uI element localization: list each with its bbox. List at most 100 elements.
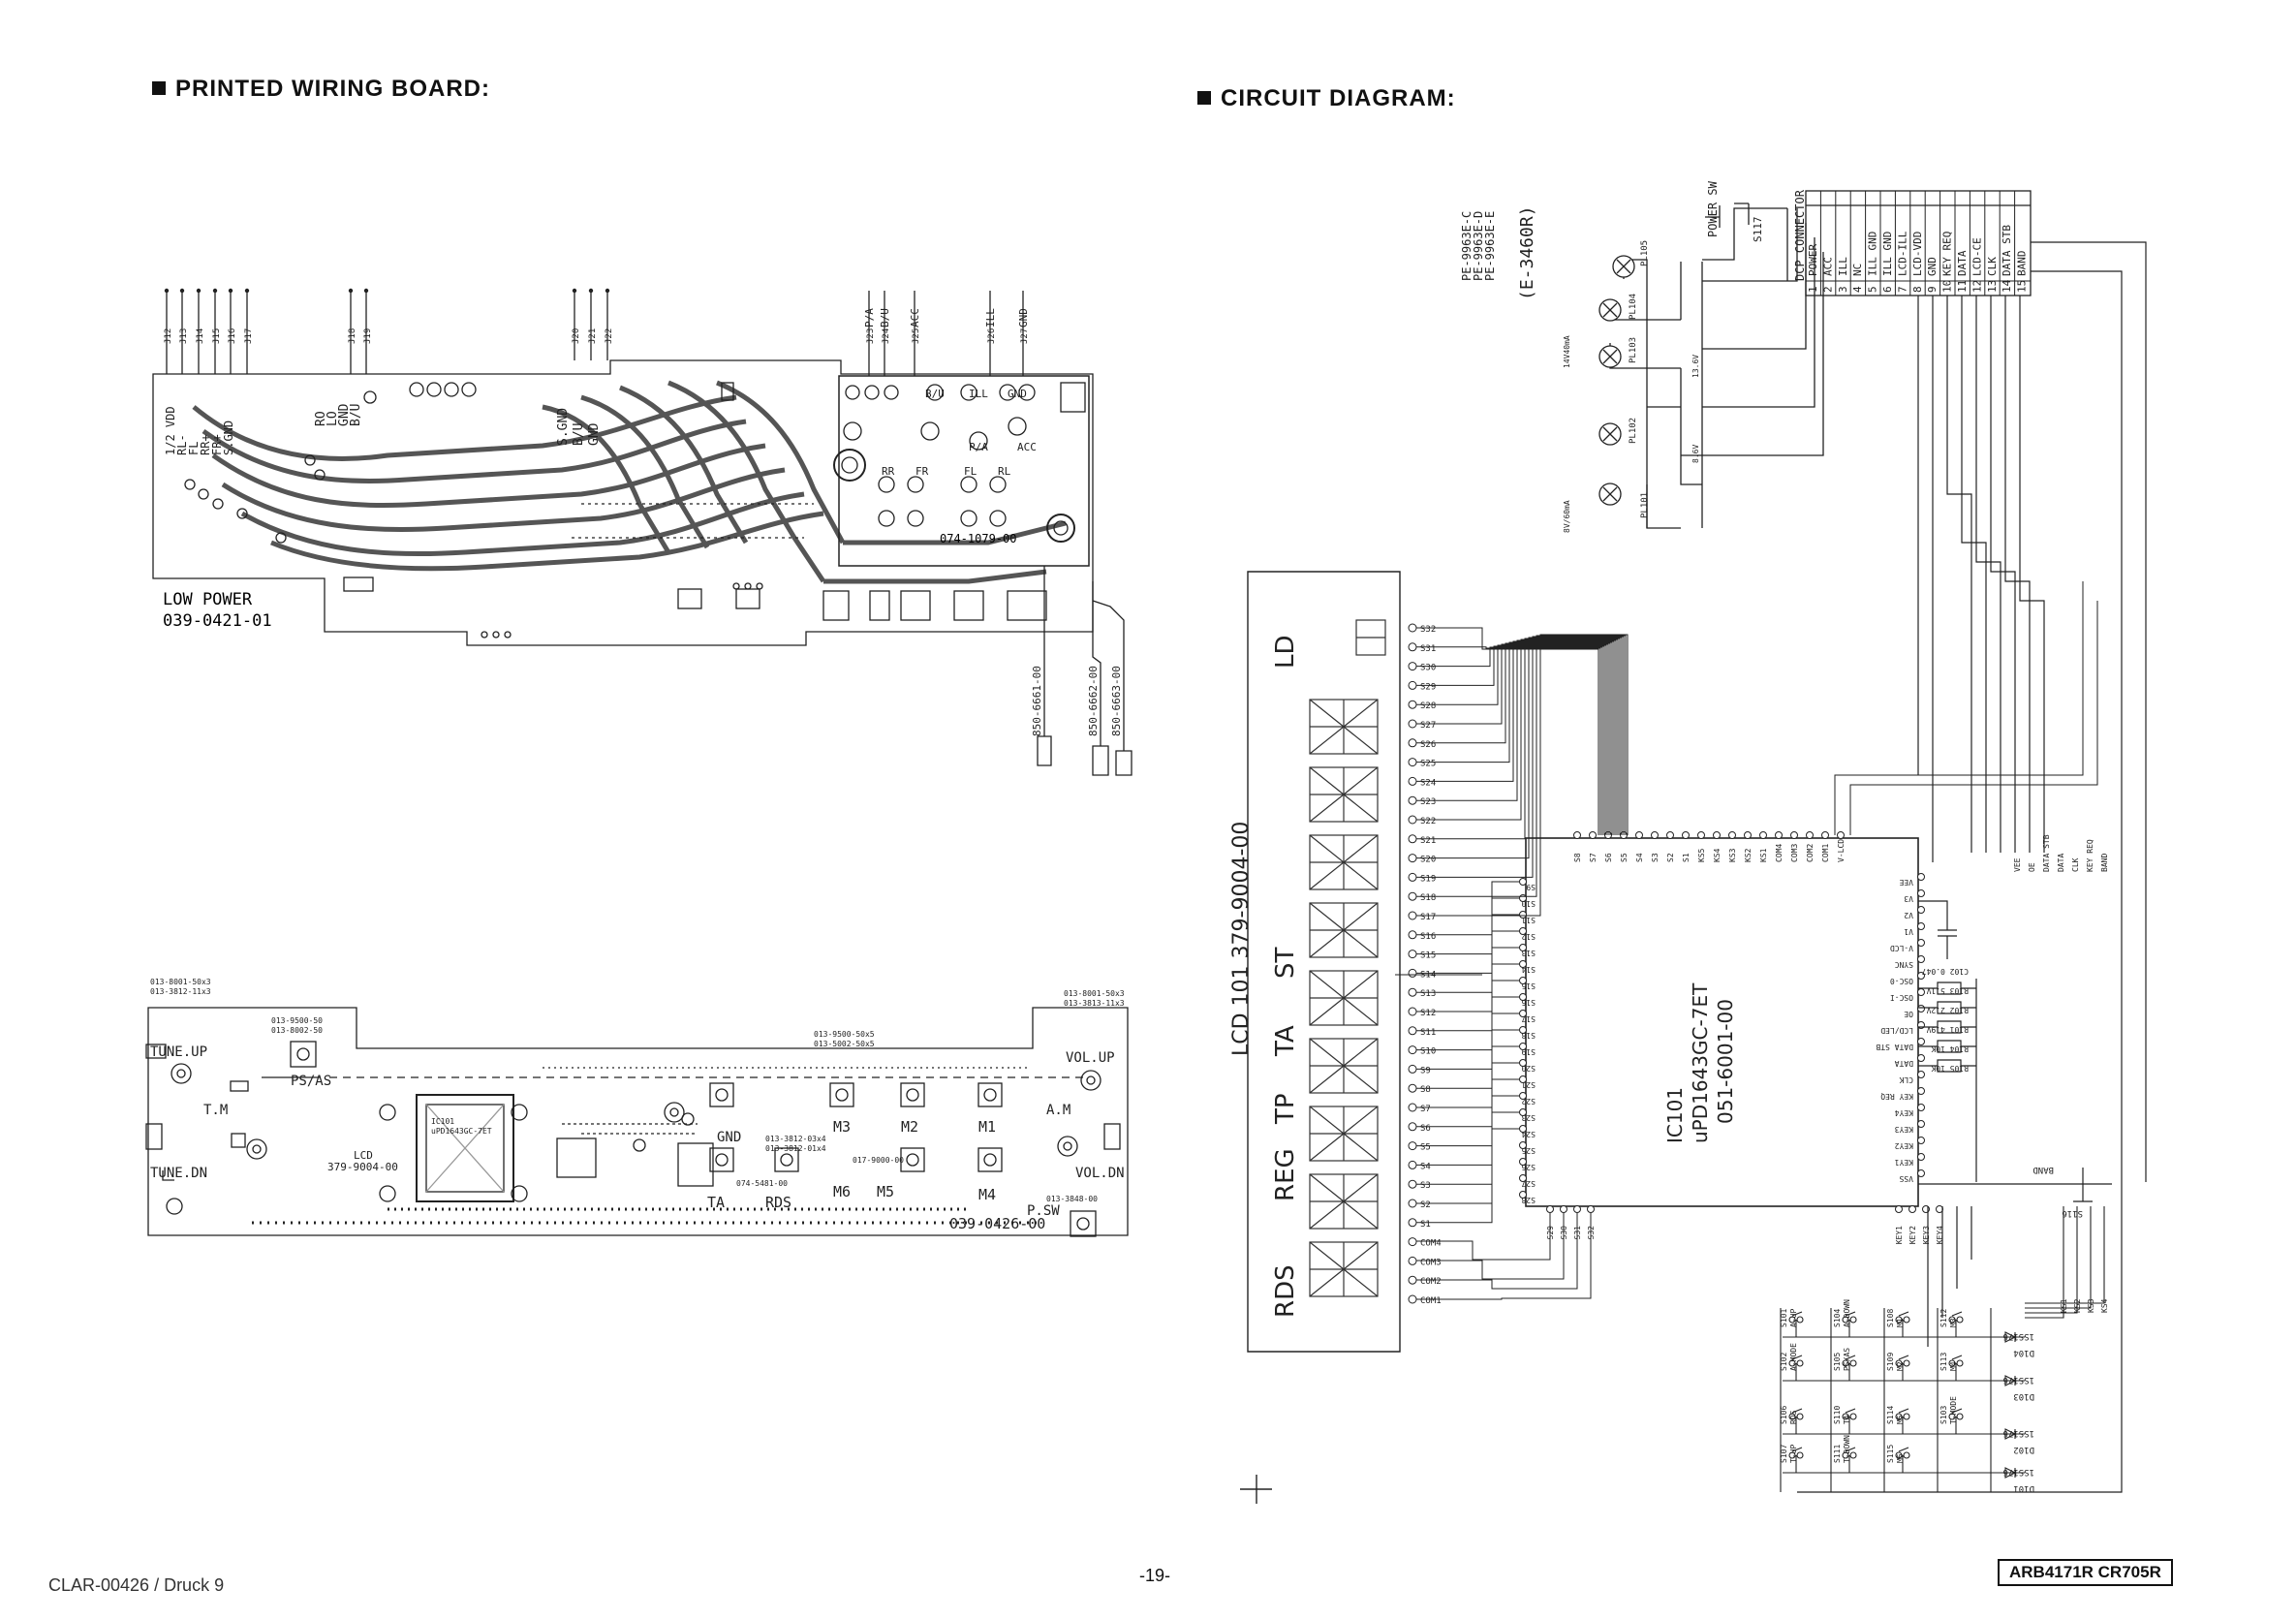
jumper-label: J19	[363, 328, 373, 344]
lamp-rating: 14V40mA	[1563, 335, 1571, 368]
dcp-pin-number: 7	[1896, 286, 1908, 293]
ic-pin	[1560, 1205, 1567, 1213]
ic-pin	[1519, 977, 1527, 984]
switch-id: S110	[1833, 1406, 1842, 1424]
ic-pin-label: S3	[1651, 853, 1660, 862]
dcp-title: DCP CONNECTOR	[1793, 189, 1807, 281]
diode-label: D102	[2013, 1445, 2034, 1454]
bus-label: BAND	[2100, 854, 2109, 872]
pad-label: S.GND	[556, 408, 571, 446]
ic-part: uPD1643GC-7ET	[431, 1127, 492, 1136]
ic-pin	[1895, 1205, 1903, 1213]
part-label: 013-3812-11x3	[150, 987, 211, 996]
lcd-pin	[1408, 1141, 1417, 1151]
pwb-key-label: A.M	[1046, 1103, 1070, 1118]
part-label: 013-3813-11x3	[1064, 999, 1125, 1008]
ic-pin	[1573, 831, 1581, 839]
switch-id: S109	[1886, 1353, 1895, 1371]
ic-pin	[1519, 1108, 1527, 1116]
pwb-key-label: M2	[901, 1118, 918, 1136]
wire	[1416, 638, 1621, 840]
switch-contact	[1948, 1359, 1956, 1367]
passive-label: C102 0.047	[1922, 967, 1969, 976]
switch-lever	[1951, 1311, 1963, 1317]
ic-pin-label: S24	[1521, 1130, 1536, 1138]
pad-label: FR+	[210, 434, 224, 455]
lamp-label: PL103	[1629, 337, 1638, 363]
wire	[1416, 881, 1519, 936]
ic-pin	[1635, 831, 1643, 839]
ic-pin-label: VSS	[1899, 1174, 1913, 1183]
wire	[1416, 639, 1619, 835]
part-label: 013-3812-03x4	[765, 1135, 826, 1143]
ic-pin	[1519, 1026, 1527, 1034]
ic-pin-label: S4	[1635, 853, 1644, 862]
passive-label: R105 10K	[1931, 1064, 1969, 1073]
bullet-square-icon	[152, 81, 166, 95]
wire-label: ACC	[909, 308, 921, 327]
dcp-pin-number: 4	[1851, 286, 1864, 293]
lcd-pin-label: S5	[1420, 1143, 1431, 1153]
switch-id: S111	[1833, 1445, 1842, 1463]
part-label: 017-9000-00	[853, 1156, 904, 1165]
jumper-label: J24	[882, 328, 891, 344]
switch-lever	[1791, 1311, 1803, 1317]
pwb-key-label: VOL.DN	[1075, 1166, 1125, 1181]
ic-pin-label: S23	[1521, 1113, 1536, 1122]
pad-label: FL	[187, 442, 201, 455]
switch-contact	[1788, 1451, 1796, 1459]
jumper-label: J14	[196, 328, 205, 344]
switch-contact	[1895, 1413, 1903, 1420]
dcp-pin-name: DATA	[1956, 250, 1969, 276]
lcd-pin-label: S9	[1420, 1066, 1431, 1075]
switch-contact	[1849, 1359, 1857, 1367]
lamp-label: PL105	[1640, 240, 1650, 266]
jumper-label: J15	[212, 328, 222, 344]
jumper-label: J13	[179, 328, 189, 344]
ic-pin-label: KS2	[1744, 848, 1753, 862]
ic-pin-label: OE	[1904, 1010, 1913, 1018]
connector-label: GND	[1008, 388, 1027, 400]
ic-pin	[1917, 972, 1925, 980]
lcd-pin	[1408, 1237, 1417, 1247]
switch-contact	[1903, 1359, 1910, 1367]
ic-pin-label: V2	[1904, 911, 1913, 919]
bus-label: OE	[2028, 862, 2036, 872]
ic-pin	[1666, 831, 1674, 839]
lcd-pin-label: S29	[1420, 682, 1436, 692]
ic-pin	[1908, 1205, 1916, 1213]
switch-lever	[1951, 1408, 1963, 1414]
lcd-pin-label: S25	[1420, 760, 1436, 769]
switch-lever	[1898, 1408, 1909, 1414]
ic-pin-label: S27	[1521, 1179, 1536, 1188]
wire	[1416, 897, 1519, 955]
pad-label: LO	[326, 411, 340, 426]
switch-id: S112	[1939, 1309, 1948, 1327]
ic-pin-label: V-LCD	[1890, 944, 1913, 952]
ic-pin	[1744, 831, 1752, 839]
lcd-digits	[1309, 619, 1386, 1297]
ic-pin-label: KEY2	[1895, 1141, 1913, 1150]
ic-pin-label: OSC-I	[1890, 993, 1913, 1002]
wire	[1416, 1062, 1519, 1147]
power-sw-label: POWER SW	[1706, 180, 1720, 237]
lcd-pin-label: COM2	[1420, 1277, 1442, 1287]
ic-pin-label: KEY4	[1936, 1226, 1944, 1244]
switch-lever	[1951, 1355, 1963, 1360]
lcd-pin	[1408, 1179, 1417, 1189]
switch-fn: M1	[1896, 1318, 1905, 1327]
wire	[1416, 636, 1625, 878]
lcd-pin-label: COM3	[1420, 1258, 1442, 1267]
ic-pin	[1519, 1174, 1527, 1182]
lcd-pin	[1408, 623, 1417, 633]
switch-id: S107	[1780, 1445, 1788, 1463]
ic-pin	[1587, 1205, 1595, 1213]
pwb-key-label: M5	[877, 1183, 894, 1200]
switch-lever	[1791, 1408, 1803, 1414]
bus-label: DATA	[2057, 854, 2065, 872]
dcp-pin-number: 10	[1941, 280, 1954, 293]
